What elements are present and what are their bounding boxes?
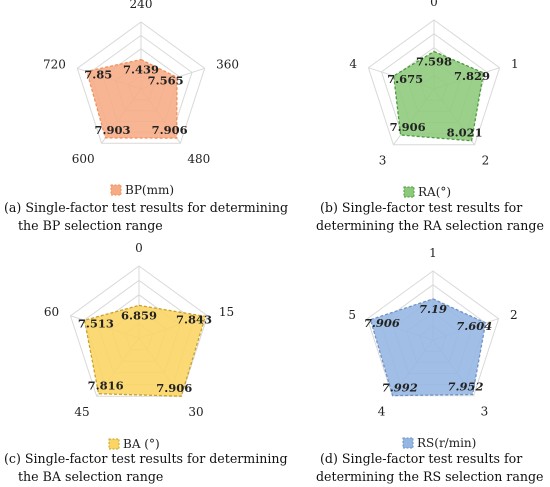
data-label-c-4: 7.513: [78, 316, 114, 330]
caption-b-line-2: determining the RA selection range: [316, 218, 544, 233]
data-label-b-0: 7.598: [416, 55, 452, 69]
axis-label-d-4: 5: [348, 308, 356, 322]
axis-label-c-1: 15: [219, 305, 234, 319]
axis-label-c-3: 45: [74, 405, 89, 419]
legend-d: RS(r/min): [402, 436, 476, 450]
caption-a-line-1: (a) Single-factor test results for deter…: [4, 200, 289, 215]
axis-label-a-0: 240: [130, 0, 153, 11]
data-label-d-3: 7.992: [382, 381, 418, 395]
axis-label-a-3: 600: [72, 152, 95, 166]
series-area-d: [369, 298, 487, 397]
grid-ring-c-5: [69, 265, 209, 397]
radar-chart-c: 6.859 7.843 7.906 7.816 7.513 0 15 30 45 60 BA (°): [44, 241, 234, 451]
data-label-a-0: 7.439: [123, 63, 159, 77]
caption-b-line-1: (b) Single-factor test results for: [320, 200, 523, 215]
axis-label-a-4: 720: [43, 58, 66, 72]
caption-c-line-2: the BA selection range: [18, 469, 164, 484]
data-label-b-1: 7.829: [454, 69, 490, 83]
data-label-d-1: 7.604: [456, 319, 492, 333]
legend-label-c: BA (°): [123, 437, 160, 451]
caption-c: (c) Single-factor test results for deter…: [4, 450, 288, 486]
legend-label-d: RS(r/min): [417, 436, 476, 450]
data-label-b-3: 7.906: [390, 120, 426, 134]
axis-label-b-2: 2: [482, 154, 490, 168]
axis-label-a-2: 480: [187, 152, 210, 166]
axis-label-c-0: 0: [135, 241, 143, 255]
series-area-a: [85, 58, 178, 139]
caption-d-line-2: determining the RS selection range: [316, 469, 544, 484]
legend-c: BA (°): [108, 437, 160, 451]
caption-a-line-2: the BP selection range: [18, 218, 163, 233]
legend-swatch-d: [402, 437, 414, 449]
caption-b: (b) Single-factor test results for deter…: [316, 199, 550, 235]
legend-a: BP(mm): [110, 183, 174, 197]
axis-label-d-2: 3: [481, 405, 489, 419]
data-label-c-2: 7.906: [156, 381, 192, 395]
data-label-a-1: 7.565: [148, 73, 184, 87]
radar-chart-d: 7.19 7.604 7.952 7.992 7.906 1 2 3 4 5RS(r/min): [348, 246, 517, 450]
legend-swatch-b: [403, 186, 415, 198]
legend-swatch-c: [108, 438, 120, 450]
axis-label-b-4: 4: [349, 57, 357, 71]
axis-label-b-0: 0: [430, 0, 438, 9]
axis-label-c-2: 30: [188, 405, 203, 419]
caption-d: (d) Single-factor test results for deter…: [316, 450, 550, 486]
legend-b: RA(°): [403, 185, 451, 199]
caption-c-line-1: (c) Single-factor test results for deter…: [4, 451, 288, 466]
axis-label-b-3: 3: [379, 154, 387, 168]
axis-label-d-0: 1: [429, 246, 437, 260]
axis-label-d-1: 2: [510, 308, 518, 322]
data-label-d-4: 7.906: [364, 316, 400, 330]
data-label-c-3: 7.816: [88, 379, 124, 393]
grid-ring-d-5: [366, 270, 500, 397]
data-label-a-4: 7.85: [84, 68, 112, 82]
series-area-c: [83, 304, 207, 397]
data-label-a-2: 7.906: [152, 123, 188, 137]
data-label-b-4: 7.675: [387, 72, 423, 86]
series-area-b: [393, 50, 485, 142]
grid-ring-b-5: [367, 19, 501, 146]
data-label-d-0: 7.19: [419, 302, 447, 316]
axis-label-d-3: 4: [378, 405, 386, 419]
axis-label-c-4: 60: [44, 305, 59, 319]
axis-label-b-1: 1: [511, 57, 519, 71]
data-label-c-1: 7.843: [176, 313, 212, 327]
caption-a: (a) Single-factor test results for deter…: [4, 199, 289, 235]
data-label-a-3: 7.903: [94, 123, 130, 137]
axis-label-a-1: 360: [216, 58, 239, 72]
data-label-c-0: 6.859: [121, 308, 157, 322]
data-label-b-2: 8.021: [447, 126, 483, 140]
data-label-d-2: 7.952: [447, 379, 483, 393]
grid-ring-a-5: [76, 21, 206, 144]
caption-d-line-1: (d) Single-factor test results for: [320, 451, 523, 466]
legend-label-a: BP(mm): [125, 183, 174, 197]
legend-swatch-a: [110, 184, 122, 196]
legend-label-b: RA(°): [418, 185, 451, 199]
